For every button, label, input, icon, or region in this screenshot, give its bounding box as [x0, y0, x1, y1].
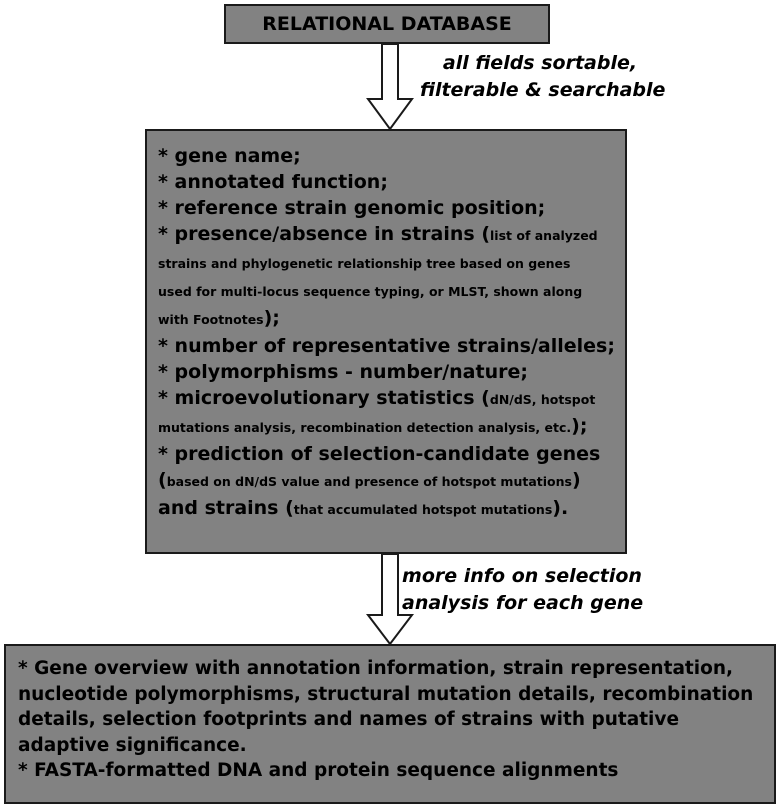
database-field-main-text: * presence/absence in strains ( [158, 223, 491, 245]
database-field-line: * number of representative strains/allel… [158, 333, 619, 359]
database-field-main-text: * polymorphisms - number/nature; [158, 361, 528, 383]
database-field-line: strains and phylogenetic relationship tr… [158, 249, 619, 277]
database-field-tail-text: ) [571, 469, 581, 491]
database-field-line: * presence/absence in strains (list of a… [158, 221, 619, 249]
relational-database-title: RELATIONAL DATABASE [262, 13, 512, 35]
selection-info-note: more info on selection analysis for each… [402, 563, 644, 617]
database-field-line: * polymorphisms - number/nature; [158, 359, 619, 385]
database-fields-list: * gene name; * annotated function; * refer… [158, 143, 619, 523]
sortable-note-line-2: filterable & searchable [420, 79, 666, 101]
database-field-tail-text: ); [263, 307, 280, 329]
database-field-main-text: * number of representative strains/allel… [158, 335, 615, 357]
database-fields-box: * gene name; * annotated function; * refer… [145, 129, 627, 554]
gene-overview-box: * Gene overview with annotation informat… [4, 644, 776, 804]
selection-info-note-line-2: analysis for each gene [402, 592, 644, 614]
database-field-line: and strains (that accumulated hotspot mu… [158, 495, 619, 523]
database-field-small-text: list of analyzed [490, 228, 598, 243]
database-field-line: mutations analysis, recombination detect… [158, 413, 619, 441]
database-field-small-text: used for multi-locus sequence typing, or… [158, 284, 583, 299]
relational-database-box: RELATIONAL DATABASE [224, 4, 550, 44]
gene-overview-item: * Gene overview with annotation informat… [18, 658, 754, 756]
database-field-tail-text: ); [571, 415, 588, 437]
database-field-line: * prediction of selection-candidate gene… [158, 441, 619, 467]
database-field-small-text: strains and phylogenetic relationship tr… [158, 256, 571, 271]
database-field-small-text: mutations analysis, recombination detect… [158, 420, 572, 435]
database-field-line: with Footnotes); [158, 305, 619, 333]
database-field-line: * gene name; [158, 143, 619, 169]
database-field-small-text: with Footnotes [158, 312, 264, 327]
database-field-main-text: * gene name; [158, 145, 301, 167]
database-field-line: * microevolutionary statistics (dN/dS, h… [158, 385, 619, 413]
database-field-main-text: * reference strain genomic position; [158, 197, 546, 219]
database-field-line: (based on dN/dS value and presence of ho… [158, 467, 619, 495]
database-field-main-text: ( [158, 469, 167, 491]
sortable-note-line-1: all fields sortable, [442, 52, 638, 74]
database-field-small-text: dN/dS, hotspot [489, 392, 596, 407]
fasta-alignments-item: * FASTA-formatted DNA and protein sequen… [18, 760, 619, 781]
database-field-main-text: and strains ( [158, 497, 294, 519]
database-field-main-text: * microevolutionary statistics ( [158, 387, 490, 409]
database-field-line: * reference strain genomic position; [158, 195, 619, 221]
database-field-small-text: based on dN/dS value and presence of hot… [166, 474, 572, 489]
selection-info-note-line-1: more info on selection [402, 565, 642, 587]
database-field-main-text: * prediction of selection-candidate gene… [158, 443, 601, 465]
sortable-note: all fields sortable, filterable & search… [420, 50, 666, 104]
database-field-tail-text: ). [552, 497, 569, 519]
database-field-small-text: that accumulated hotspot mutations [293, 502, 553, 517]
database-field-line: * annotated function; [158, 169, 619, 195]
database-field-main-text: * annotated function; [158, 171, 388, 193]
database-field-line: used for multi-locus sequence typing, or… [158, 277, 619, 305]
